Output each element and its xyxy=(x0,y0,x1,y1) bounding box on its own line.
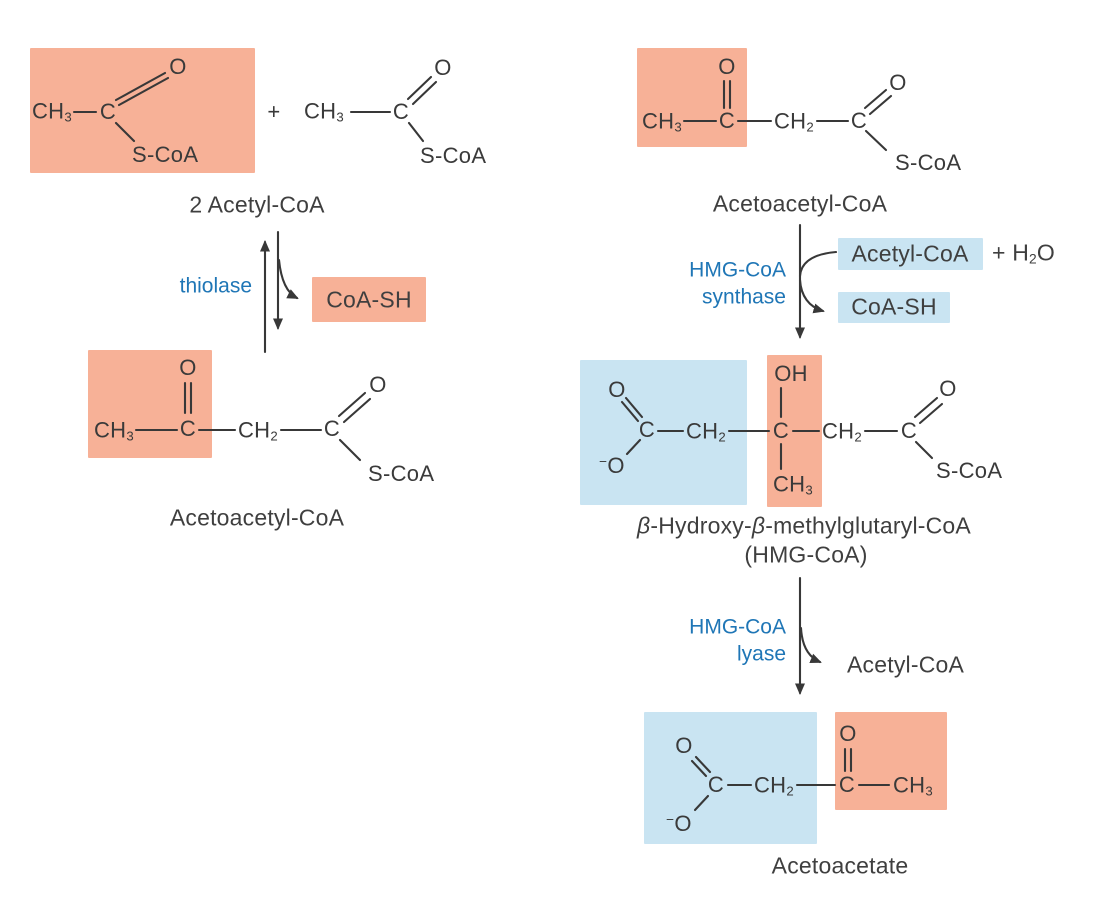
highlight-acetoacetate-carboxyl xyxy=(644,712,817,844)
atom-b-ch2: CH2 xyxy=(237,417,279,444)
enzyme-thiolase: thiolase xyxy=(179,274,252,298)
arrow-lyase-out xyxy=(799,626,822,664)
highlight-coash-thiolase xyxy=(312,277,426,322)
enzyme-hmg-lyase-line2: lyase xyxy=(736,642,786,666)
arrow-synthase-in xyxy=(798,250,838,278)
highlight-acetylcoa-1 xyxy=(30,48,255,173)
caption-hmg-line2: (HMG-CoA) xyxy=(744,541,868,568)
highlight-hmg-carboxyl xyxy=(580,360,747,505)
atom-a2-o: O xyxy=(434,55,452,80)
d-bond-c3-o3-1 xyxy=(913,396,939,419)
atom-a2-c: C xyxy=(392,99,410,124)
a2-bond-c-o-1 xyxy=(406,75,433,101)
c-bond-c2-s xyxy=(864,129,888,152)
label-acetylcoa-synthase: Acetyl-CoA xyxy=(851,240,969,267)
atom-d-oh: OH xyxy=(774,361,808,386)
a1-bond-c-o-1 xyxy=(114,71,167,102)
b-bond-c2-o2-2 xyxy=(342,397,372,424)
d-bond-c1-o1-1 xyxy=(624,396,644,419)
atom-b-o1: O xyxy=(179,355,197,380)
atom-b-c2: C xyxy=(323,416,341,441)
atom-b-scoa: S-CoA xyxy=(368,461,435,486)
highlight-acetoacetylcoa-right xyxy=(637,48,747,147)
atom-b-ch3: CH3 xyxy=(93,417,135,444)
atom-e-o1: O xyxy=(675,733,693,758)
atom-d-o1: O xyxy=(608,377,626,402)
plus-sign-left: + xyxy=(267,99,281,124)
atom-e-ch2: CH2 xyxy=(753,772,795,799)
d-bond-c1-o1-2 xyxy=(620,400,640,423)
atom-d-o3: O xyxy=(939,376,957,401)
label-acetylcoa-lyase: Acetyl-CoA xyxy=(847,651,965,678)
atom-d-c2: C xyxy=(772,418,790,443)
a2-bond-c-o-2 xyxy=(411,80,438,106)
c-bond-c2-o2-1 xyxy=(863,88,888,110)
caption-acetoacetylcoa-left: Acetoacetyl-CoA xyxy=(169,504,345,531)
atom-c-ch3: CH3 xyxy=(641,108,683,135)
atom-a1-scoa: S-CoA xyxy=(132,142,199,167)
atom-c-ch2: CH2 xyxy=(773,108,815,135)
atom-e-c1: C xyxy=(707,772,725,797)
atom-d-c3: C xyxy=(900,418,918,443)
b-bond-c2-s xyxy=(338,438,362,462)
e-bond-c1-o1-2 xyxy=(690,759,708,778)
atom-d-ch2a: CH2 xyxy=(685,418,727,445)
a1-bond-c-o-2 xyxy=(117,76,170,107)
label-coash-synthase: CoA-SH xyxy=(851,293,937,320)
enzyme-hmg-synthase-line2: synthase xyxy=(701,285,786,309)
atom-a1-o: O xyxy=(169,54,187,79)
atom-b-o2: O xyxy=(369,372,387,397)
a2-bond-c-s xyxy=(407,121,425,143)
atom-e-ch3: CH3 xyxy=(892,772,934,799)
atom-c-o1: O xyxy=(718,54,736,79)
atom-e-o2: −O xyxy=(666,811,692,836)
label-coash-thiolase: CoA-SH xyxy=(326,286,412,313)
e-bond-c1-o2 xyxy=(693,794,710,812)
atom-a1-c: C xyxy=(99,99,117,124)
atom-b-c1: C xyxy=(179,416,197,441)
atom-c-scoa: S-CoA xyxy=(895,150,962,175)
atom-e-c2: C xyxy=(838,772,856,797)
d-bond-c1-o2 xyxy=(625,438,642,456)
arrow-thiolase-branch xyxy=(277,258,299,300)
caption-2-acetyl-coa: 2 Acetyl-CoA xyxy=(189,191,325,218)
e-bond-c1-o1-1 xyxy=(694,755,712,774)
atom-c-c2: C xyxy=(850,108,868,133)
atom-a1-ch3: CH3 xyxy=(31,98,73,125)
highlight-acetoacetate-acetyl xyxy=(835,712,947,810)
enzyme-hmg-synthase-line1: HMG-CoA xyxy=(689,258,786,282)
atom-a2-scoa: S-CoA xyxy=(420,143,487,168)
atom-e-o3: O xyxy=(839,721,857,746)
label-plus-h2o: + H2O xyxy=(992,239,1056,267)
atom-d-c1: C xyxy=(638,417,656,442)
atom-d-ch3: CH3 xyxy=(772,471,814,498)
caption-acetoacetate: Acetoacetate xyxy=(771,852,909,879)
atom-a2-ch3: CH3 xyxy=(303,98,345,125)
a1-bond-c-s xyxy=(114,121,136,143)
d-bond-c3-s xyxy=(914,440,934,460)
enzyme-hmg-lyase-line1: HMG-CoA xyxy=(689,615,786,639)
highlight-coash-synthase xyxy=(838,292,950,323)
highlight-acetylcoa-synthase xyxy=(838,238,983,270)
atom-d-scoa: S-CoA xyxy=(936,458,1003,483)
d-bond-c3-o3-2 xyxy=(918,402,944,425)
caption-acetoacetylcoa-right: Acetoacetyl-CoA xyxy=(712,190,888,217)
arrow-synthase-out xyxy=(798,278,825,314)
atom-d-ch2b: CH2 xyxy=(821,418,863,445)
atom-d-o2: −O xyxy=(599,453,625,478)
atom-c-c1: C xyxy=(718,108,736,133)
c-bond-c2-o2-2 xyxy=(868,94,893,116)
caption-hmg-line1: β-Hydroxy-β-methylglutaryl-CoA xyxy=(637,512,971,539)
atom-c-o2: O xyxy=(889,70,907,95)
b-bond-c2-o2-1 xyxy=(337,391,367,418)
